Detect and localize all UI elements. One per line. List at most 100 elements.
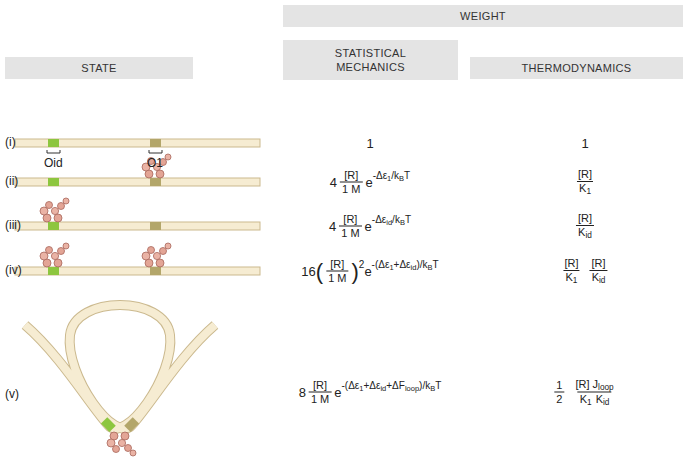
row-number: (iv)	[5, 263, 22, 277]
formula-term: 8	[299, 385, 306, 400]
formula-term: [R]	[592, 257, 606, 270]
numerator: [R]	[562, 257, 580, 270]
dna-strip	[15, 243, 260, 275]
numerator: [R]	[576, 168, 594, 181]
formula-term: T	[404, 170, 410, 181]
exponent: -Δε1/kBT	[373, 170, 411, 181]
formula-term: 2	[556, 393, 562, 406]
formula-term: id	[599, 274, 605, 287]
fraction: [R]1 M	[309, 379, 331, 406]
denominator: 1 M	[340, 182, 362, 196]
formula-term: 1 M	[342, 183, 360, 196]
formula-term: /k	[391, 170, 399, 181]
formula-term: )/k	[416, 259, 427, 270]
header-band: STATE	[5, 57, 193, 79]
formula-term: [R]	[564, 257, 578, 270]
formula-term: 1	[387, 174, 391, 183]
row-number: (iii)	[5, 218, 21, 232]
formula-term: e	[334, 385, 341, 400]
header-band: THERMODYNAMICS	[470, 57, 683, 79]
formula-term: 2	[359, 259, 365, 270]
formula-term: K	[579, 182, 586, 195]
formula-term: )/k	[419, 380, 430, 391]
formula-term: id	[585, 229, 591, 242]
formula-term: 1	[366, 136, 373, 151]
formula-term: id	[386, 218, 392, 227]
formula-term: T	[405, 214, 411, 225]
header-text: STATE	[81, 61, 116, 75]
weight-formula: 1	[581, 136, 588, 151]
fraction: [R]1 M	[326, 258, 348, 285]
denominator: K1	[564, 270, 580, 285]
header-band: WEIGHT	[283, 5, 683, 27]
formula-term: [R]	[578, 168, 592, 181]
weight-formula: [R]K1	[573, 168, 597, 196]
exponent: 2	[359, 259, 365, 270]
formula-term: e	[365, 219, 372, 234]
row-number: (v)	[5, 387, 19, 401]
formula-term: K	[566, 271, 573, 284]
formula-term: 4	[330, 175, 337, 190]
denominator: 1 M	[339, 226, 361, 240]
formula-term: -(Δε	[341, 380, 359, 391]
formula-term: K	[596, 393, 603, 406]
denominator: K1	[577, 181, 593, 196]
formula-term: 1	[556, 379, 562, 392]
formula-term: [R]	[330, 258, 344, 271]
fraction: [R]1 M	[340, 169, 362, 196]
denominator: K1Kid	[578, 392, 612, 407]
header-band: STATISTICAL MECHANICS	[283, 40, 458, 80]
formula-term: [R]	[313, 379, 327, 392]
fraction: [R] JloopK1Kid	[573, 378, 615, 407]
denominator: Kid	[576, 225, 594, 240]
denominator: 1 M	[326, 271, 348, 285]
weight-formula: 1	[366, 136, 373, 151]
operator-label: Oid	[44, 156, 63, 170]
formula-term: +Δε	[363, 380, 380, 391]
formula-term: e	[365, 175, 372, 190]
formula-term: [R]	[344, 169, 358, 182]
dna-strip	[15, 198, 260, 230]
header-text: STATISTICAL MECHANICS	[311, 46, 431, 74]
formula-term: id	[380, 384, 386, 393]
formula-term: loop	[405, 384, 419, 393]
formula-term: K	[580, 393, 587, 406]
dna-strip	[15, 154, 260, 186]
weight-formula: 8[R]1 Me-(Δε1+Δεid+ΔFloop)/kBT	[299, 379, 442, 406]
exponent: -(Δε1+Δεid+ΔFloop)/kBT	[341, 380, 441, 391]
header-text: THERMODYNAMICS	[522, 61, 632, 75]
denominator: 2	[554, 392, 564, 406]
formula-term: e	[364, 264, 371, 279]
formula-term: 1 M	[328, 272, 346, 285]
exponent: -(Δε1+Δεid)/kBT	[372, 259, 439, 270]
formula-term: )	[351, 260, 358, 282]
header-text: WEIGHT	[460, 9, 506, 23]
formula-term: B	[399, 174, 404, 183]
numerator: [R]	[311, 379, 329, 392]
numerator: [R]	[576, 212, 594, 225]
numerator: [R]	[342, 169, 360, 182]
denominator: 1 M	[309, 392, 331, 406]
formula-term: 16	[301, 264, 315, 279]
numerator: [R]	[328, 258, 346, 271]
formula-term: T	[433, 259, 439, 270]
numerator: 1	[554, 379, 564, 392]
formula-term: B	[400, 218, 405, 227]
formula-term: [R] J	[575, 378, 598, 391]
denominator: Kid	[590, 270, 608, 285]
formula-term: T	[435, 380, 441, 391]
formula-term: 1 M	[311, 393, 329, 406]
fraction: [R]Kid	[576, 212, 594, 240]
fraction: 12	[554, 379, 564, 406]
formula-term: +ΔF	[386, 380, 405, 391]
weight-formula: [R]K1[R]Kid	[559, 257, 610, 285]
weight-formula: 4[R]1 Me-Δε1/kBT	[330, 169, 410, 196]
fraction: [R]Kid	[590, 257, 608, 285]
operator-label: O1	[147, 156, 163, 170]
weight-formula: 16([R]1 M)2e-(Δε1+Δεid)/kBT	[301, 258, 438, 285]
weight-formula: [R]Kid	[573, 212, 597, 240]
formula-term: [R]	[578, 212, 592, 225]
formula-term: 1	[389, 263, 393, 272]
weight-formula: 12 [R] JloopK1Kid	[551, 378, 618, 407]
formula-term: 1	[573, 274, 578, 287]
